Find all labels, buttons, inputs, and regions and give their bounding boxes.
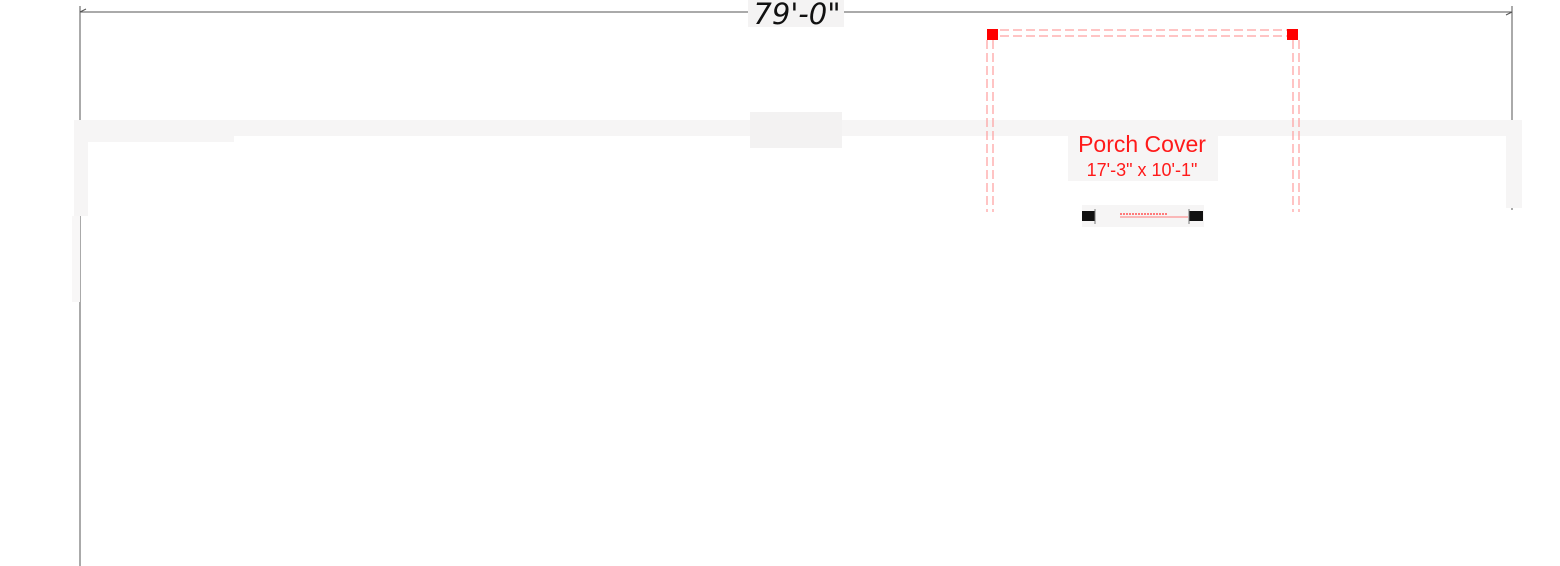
dimension-label-background (748, 0, 844, 27)
dimension-label: 79'-0" (753, 0, 840, 31)
porch-label[interactable]: Porch Cover 17'-3" x 10'-1" (1068, 131, 1218, 181)
corner-marker-icon[interactable] (1287, 29, 1298, 40)
porch-label-size: 17'-3" x 10'-1" (1087, 160, 1198, 180)
door-background (1082, 205, 1204, 227)
door-jamb-right (1189, 211, 1203, 221)
porch-label-background (1068, 134, 1218, 181)
dimension-tick-right (1505, 11, 1513, 16)
exterior-wall (72, 112, 1522, 302)
porch-label-title: Porch Cover (1078, 131, 1206, 157)
wall-left-shadow (72, 216, 80, 302)
door-icon[interactable] (1082, 205, 1204, 227)
overall-dimension: 79'-0" (79, 0, 1513, 566)
wall-left-stub (74, 136, 88, 216)
wall-column-block (750, 112, 842, 148)
wall-right-stub (1506, 120, 1522, 208)
door-jamb-left (1082, 211, 1095, 221)
corner-marker-icon[interactable] (987, 29, 998, 40)
dimension-tick-left (79, 8, 87, 13)
porch-cover-outline (986, 29, 1300, 212)
wall-right-inner (1500, 136, 1506, 208)
wall-left-segment (74, 128, 234, 142)
